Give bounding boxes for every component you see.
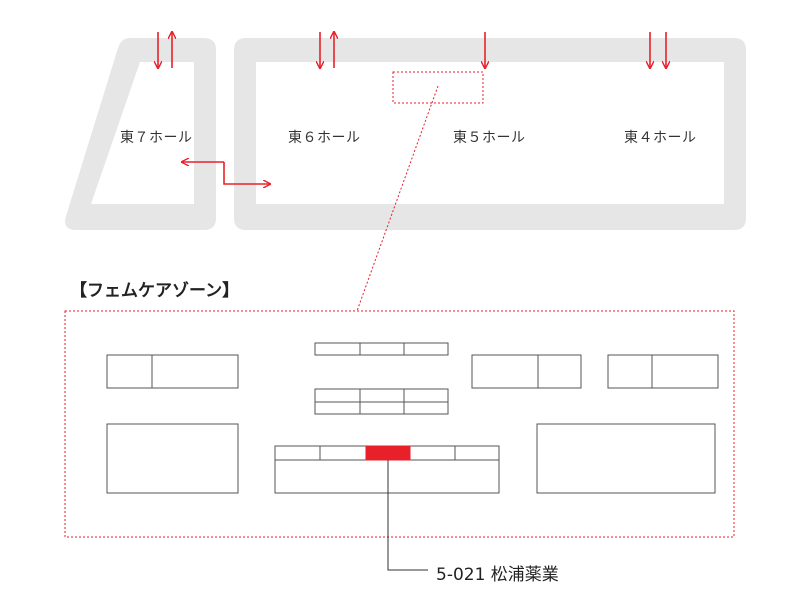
- femcare-zone-marker: [392, 71, 484, 104]
- hall-label-east7: 東７ホール: [120, 130, 193, 146]
- hall-east7-outline: [65, 38, 216, 230]
- two-way-arrow-hall7: [158, 32, 172, 68]
- femcare-zone-detail: [64, 310, 735, 538]
- two-way-arrow-hall6: [320, 32, 334, 68]
- exhibitor-callout-line: [387, 460, 428, 571]
- hall-label-east5: 東５ホール: [453, 130, 526, 146]
- booth-right-b: [607, 354, 719, 389]
- hall-label-east4: 東４ホール: [624, 130, 697, 146]
- booth-left-top: [106, 354, 239, 389]
- booth-center-top: [314, 342, 449, 356]
- exhibitor-label: 5-021 松浦薬業: [436, 565, 559, 585]
- booth-right-a: [471, 354, 582, 389]
- exhibitor-booth-highlight: [365, 445, 411, 461]
- booth-group: [106, 342, 719, 494]
- double-down-arrow-hall4: [650, 32, 666, 68]
- hall-east4-6-outline: [234, 38, 746, 230]
- booth-left-large: [106, 423, 239, 494]
- booth-right-large: [536, 423, 716, 494]
- connector-arrow-hall7-hall6: [182, 162, 270, 184]
- zone-leader-line: [356, 85, 439, 312]
- zone-title: 【フェムケアゾーン】: [70, 281, 240, 301]
- hall-label-east6: 東６ホール: [288, 130, 361, 146]
